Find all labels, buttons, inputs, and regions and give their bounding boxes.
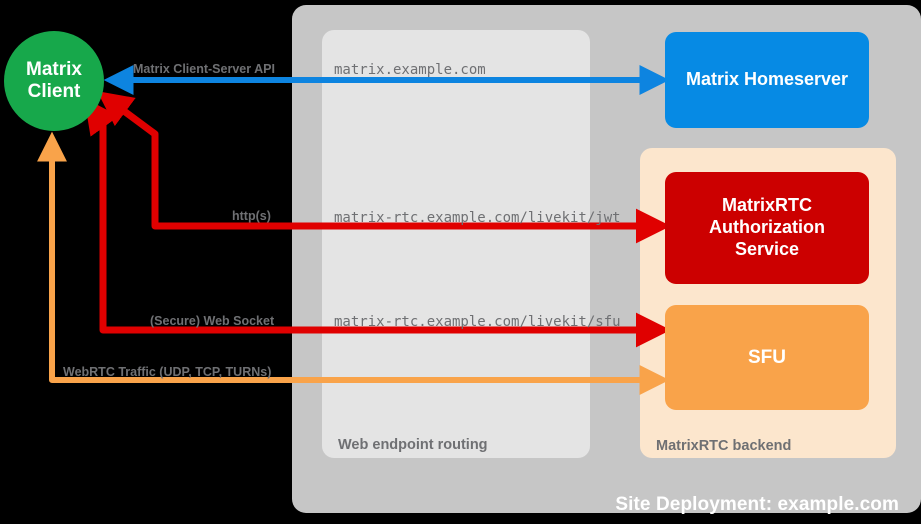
label-webrtc-traffic: WebRTC Traffic (UDP, TCP, TURNs) [63, 365, 272, 379]
auth-service-label-line2: Authorization [709, 217, 825, 238]
matrixrtc-authorization-service-box[interactable]: MatrixRTC Authorization Service [665, 172, 869, 284]
sfu-label: SFU [748, 346, 786, 368]
matrixrtc-backend-label: MatrixRTC backend [656, 438, 792, 454]
web-endpoint-routing-panel [322, 30, 590, 458]
sfu-box[interactable]: SFU [665, 305, 869, 410]
site-deployment-label: Site Deployment: example.com [615, 494, 899, 515]
label-https: http(s) [232, 209, 271, 223]
matrix-client-label-line1: Matrix [26, 58, 82, 80]
matrix-homeserver-box[interactable]: Matrix Homeserver [665, 32, 869, 128]
endpoint-livekit-sfu: matrix-rtc.example.com/livekit/sfu [334, 314, 621, 330]
arrow-https [97, 91, 671, 244]
auth-service-label-line1: MatrixRTC [721, 195, 812, 216]
label-matrix-client-server-api: Matrix Client-Server API [133, 62, 275, 76]
arrow-secure-web-socket [84, 98, 671, 348]
matrix-client-label-line2: Client [27, 81, 81, 102]
arrow-webrtc-traffic [37, 131, 670, 395]
label-secure-web-socket: (Secure) Web Socket [150, 314, 275, 328]
endpoint-livekit-jwt: matrix-rtc.example.com/livekit/jwt [334, 210, 621, 226]
auth-service-label-line3: Service [734, 238, 800, 259]
web-endpoint-routing-label: Web endpoint routing [338, 437, 488, 453]
endpoint-matrix-example-com: matrix.example.com [334, 62, 486, 78]
matrix-homeserver-label: Matrix Homeserver [685, 69, 849, 90]
matrix-client-node[interactable]: Matrix Client [4, 31, 104, 131]
